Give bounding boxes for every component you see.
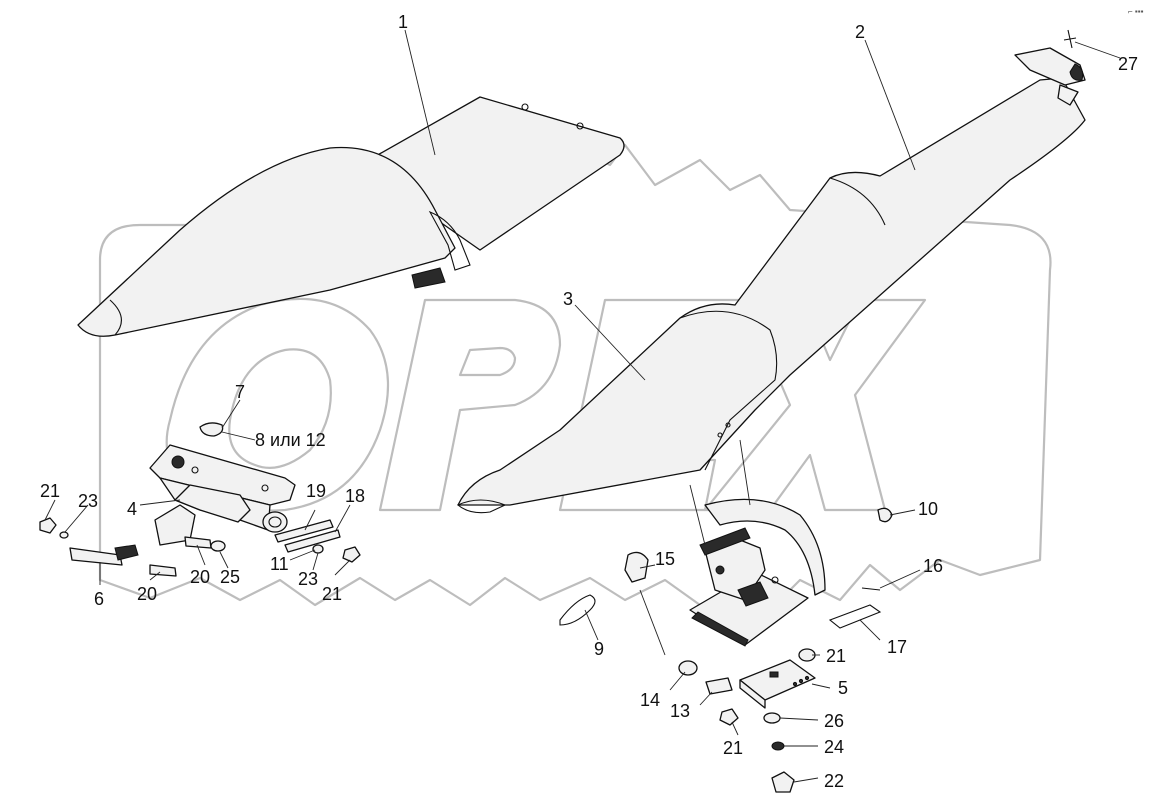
- callout-23-b: 23: [298, 569, 318, 589]
- callout-25: 25: [220, 567, 240, 587]
- callout-4: 4: [127, 499, 137, 519]
- callout-20-b: 20: [190, 567, 210, 587]
- callout-5: 5: [838, 678, 848, 698]
- callout-6: 6: [94, 589, 104, 609]
- divider-assembly-1: [77, 96, 625, 337]
- callout-13: 13: [670, 701, 690, 721]
- callout-15: 15: [655, 549, 675, 569]
- callout-14: 14: [640, 690, 660, 710]
- callout-labels: 1 2 3 4 5 6 7 8 или 12 9 10 11 13 14 15 …: [40, 12, 1138, 791]
- callout-21-c: 21: [826, 646, 846, 666]
- callout-19: 19: [306, 481, 326, 501]
- callout-2: 2: [855, 22, 865, 42]
- hardware-left: [39, 422, 361, 577]
- callout-26: 26: [824, 711, 844, 731]
- callout-24: 24: [824, 737, 844, 757]
- callout-27: 27: [1118, 54, 1138, 74]
- callout-16: 16: [923, 556, 943, 576]
- callout-21-b: 21: [322, 584, 342, 604]
- hitch-bracket-assembly: [689, 498, 826, 709]
- callout-21-d: 21: [723, 738, 743, 758]
- callout-23-a: 23: [78, 491, 98, 511]
- callout-11: 11: [270, 554, 289, 574]
- callout-8-or-12: 8 или 12: [255, 430, 326, 450]
- callout-20-a: 20: [137, 584, 157, 604]
- hardware-right: [559, 507, 893, 793]
- callout-7: 7: [235, 382, 245, 402]
- leader-lines: [44, 29, 1121, 783]
- divider-assembly-2-3: [456, 29, 1086, 514]
- callout-3: 3: [563, 289, 573, 309]
- callout-18: 18: [345, 486, 365, 506]
- callout-10: 10: [918, 499, 938, 519]
- callout-9: 9: [594, 639, 604, 659]
- callout-17: 17: [887, 637, 907, 657]
- bracket-assembly-4: [149, 444, 296, 546]
- corner-mark: ⌐ ▪▪▪: [1128, 7, 1144, 16]
- callout-1: 1: [398, 12, 408, 32]
- callout-22: 22: [824, 771, 844, 791]
- callout-21-a: 21: [40, 481, 60, 501]
